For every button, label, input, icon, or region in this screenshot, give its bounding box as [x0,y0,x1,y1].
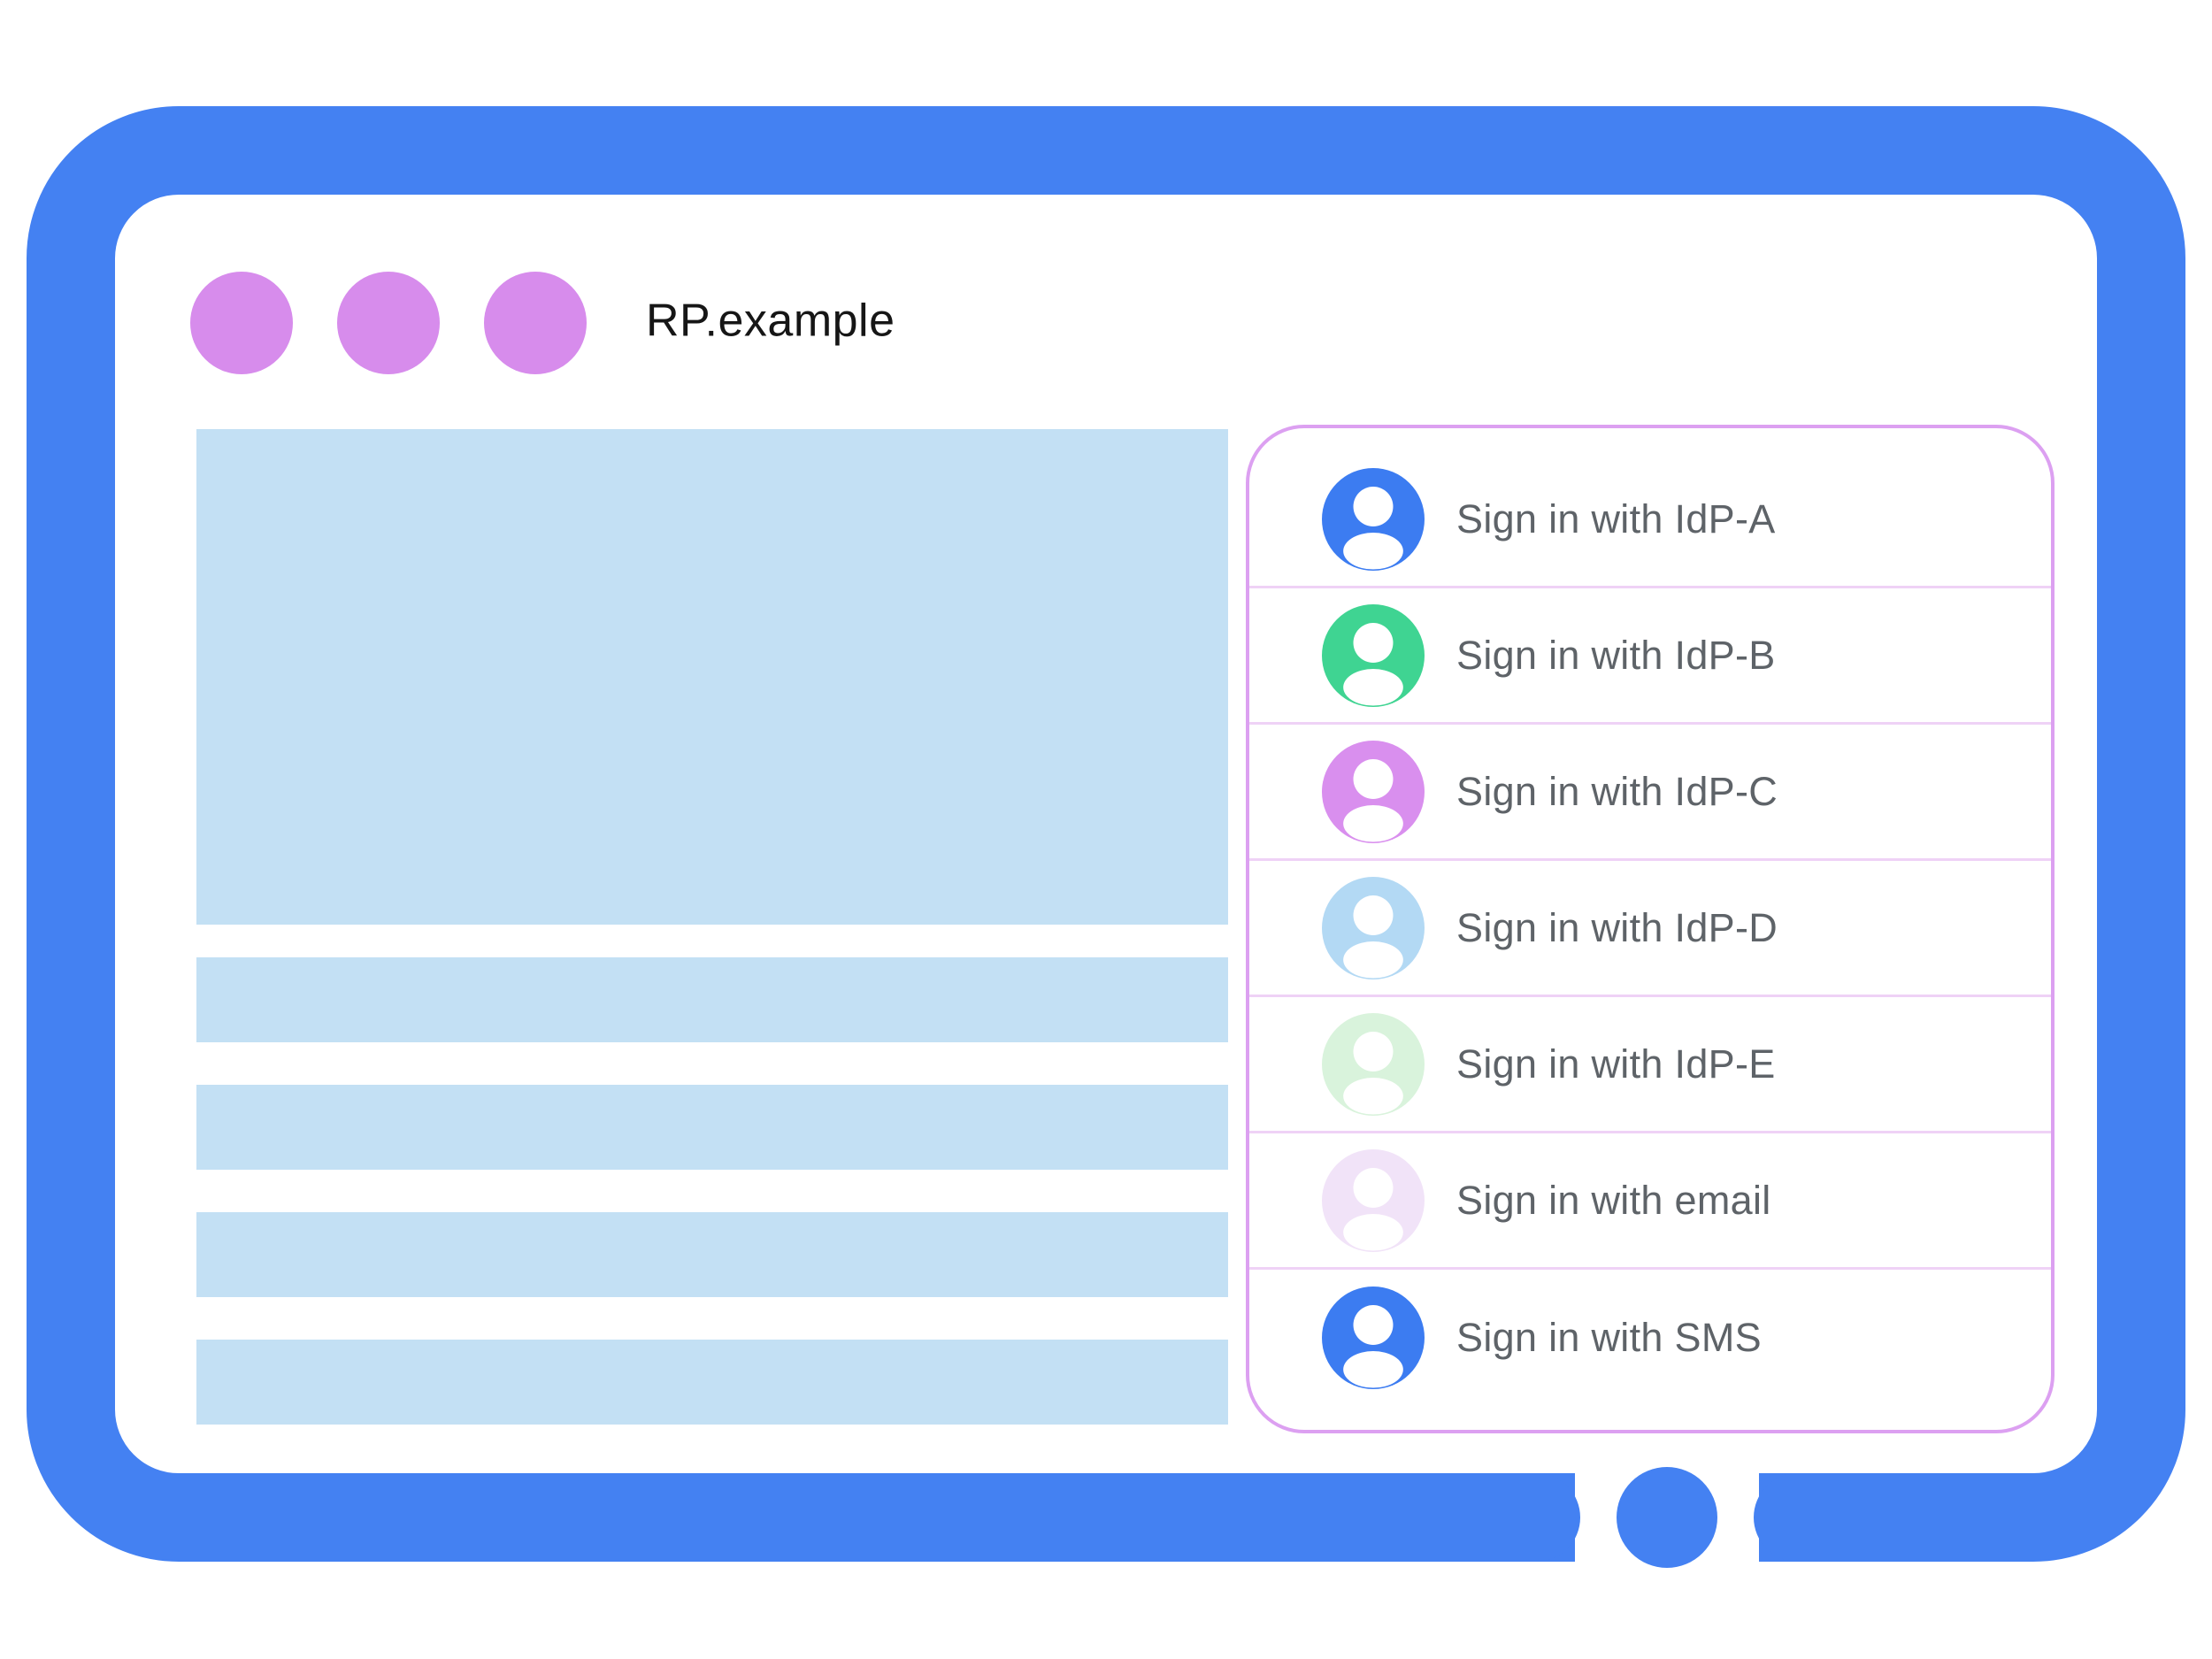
signin-option-label: Sign in with IdP-E [1456,1041,1776,1087]
signin-option-label: Sign in with IdP-C [1456,768,1778,814]
content-placeholder-line [196,1340,1228,1425]
signin-option-email[interactable]: Sign in with email [1249,1133,2051,1270]
person-icon [1322,1148,1425,1252]
content-placeholder-line [196,957,1228,1042]
person-icon [1322,603,1425,707]
signin-option-idp-e[interactable]: Sign in with IdP-E [1249,997,2051,1133]
signin-option-sms[interactable]: Sign in with SMS [1249,1270,2051,1406]
window-control-dot[interactable] [190,272,293,374]
bezel-bar-right-cap [1754,1473,1851,1562]
signin-option-label: Sign in with IdP-B [1456,632,1776,678]
signin-option-idp-b[interactable]: Sign in with IdP-B [1249,588,2051,725]
signin-dialog: Sign in with IdP-A Sign in with IdP-B Si… [1246,425,2055,1433]
window-control-dot[interactable] [484,272,587,374]
person-icon [1322,467,1425,571]
person-icon [1322,740,1425,843]
signin-option-label: Sign in with SMS [1456,1315,1762,1360]
signin-option-label: Sign in with IdP-D [1456,904,1778,950]
camera-dot-icon [1617,1467,1717,1568]
signin-option-label: Sign in with email [1456,1177,1771,1223]
site-title: RP.example [646,295,895,347]
person-icon [1322,1286,1425,1389]
signin-option-idp-c[interactable]: Sign in with IdP-C [1249,725,2051,861]
person-icon [1322,876,1425,979]
content-placeholder-line [196,1085,1228,1170]
window-control-dot[interactable] [337,272,440,374]
signin-option-idp-a[interactable]: Sign in with IdP-A [1249,452,2051,588]
bezel-bar-left-cap [1483,1473,1580,1562]
signin-option-idp-d[interactable]: Sign in with IdP-D [1249,861,2051,997]
signin-option-label: Sign in with IdP-A [1456,495,1776,541]
content-placeholder-line [196,1212,1228,1297]
person-icon [1322,1012,1425,1116]
content-placeholder-hero [196,429,1228,925]
